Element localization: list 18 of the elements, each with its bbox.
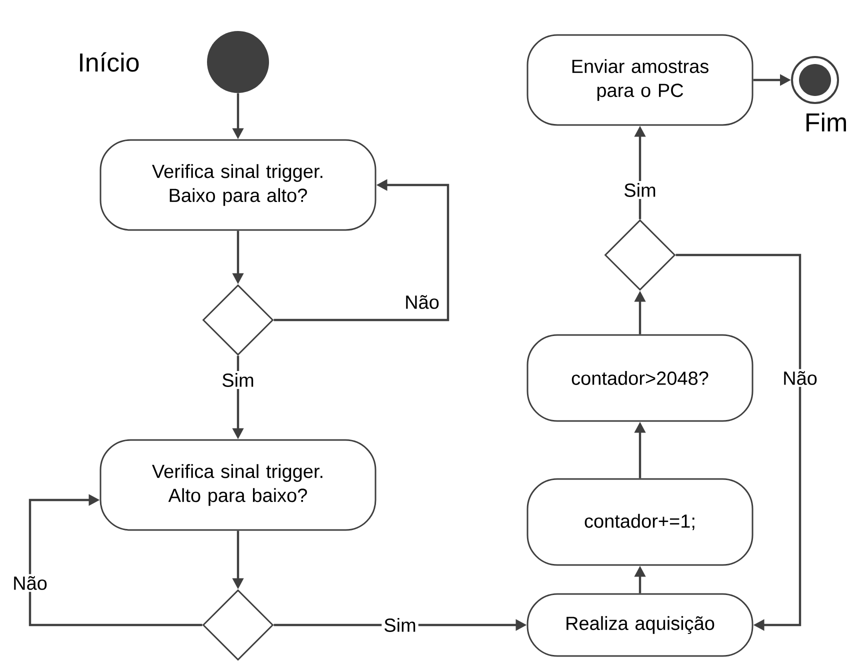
arrow: [676, 254, 802, 631]
edge-label: Sim: [220, 371, 256, 389]
action-box: contador+=1;: [526, 478, 754, 566]
action-box: Enviar amostras para o PC: [526, 34, 754, 126]
start-circle: [207, 31, 269, 93]
action-box: contador>2048?: [526, 334, 754, 422]
action-box: Verifica sinal trigger. Baixo para alto?: [100, 139, 376, 231]
action-box: Realiza aquisição: [526, 593, 754, 657]
node-caption: Início: [80, 52, 139, 72]
edge-label: Sim: [622, 181, 658, 199]
arrow: [28, 494, 202, 626]
edge-label: Não: [10, 574, 50, 592]
edge-label: Sim: [382, 616, 418, 634]
action-box: Verifica sinal trigger. Alto para baixo?: [100, 439, 376, 531]
end-circle: [791, 56, 839, 104]
edge-label: Não: [402, 293, 442, 311]
edge-label: Não: [780, 369, 820, 387]
node-caption: Fim: [806, 112, 846, 132]
